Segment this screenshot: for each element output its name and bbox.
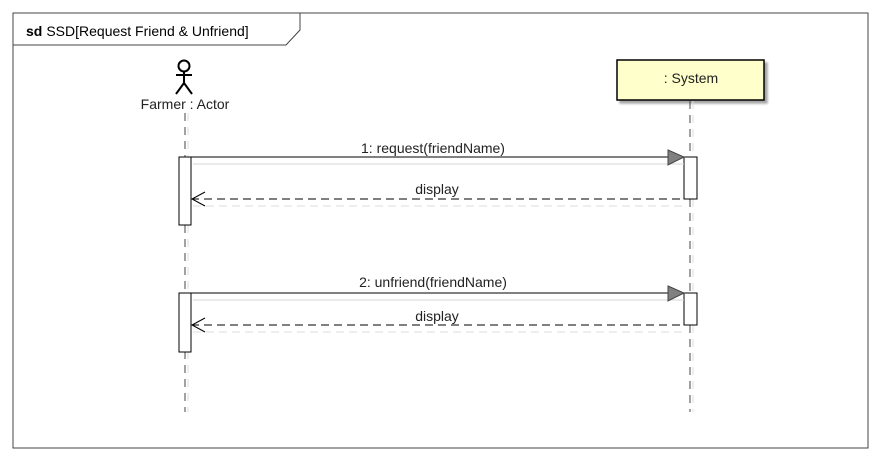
actor-activation-2: [178, 292, 192, 353]
actor-activation-1: [178, 156, 192, 226]
frame-keyword: sd: [26, 23, 42, 39]
return-display-1[interactable]: display: [190, 181, 684, 207]
frame-title: SSD[Request Friend & Unfriend]: [46, 23, 248, 39]
sync-arrowhead-icon: [667, 149, 686, 166]
frame-label-tab: [12, 12, 301, 46]
actor-label: Farmer : Actor: [141, 96, 230, 112]
return-display-2[interactable]: display: [190, 308, 684, 333]
system-activation-1: [683, 156, 698, 200]
message-unfriend[interactable]: 2: unfriend(friendName): [191, 274, 686, 302]
system-activation-2: [683, 292, 698, 326]
sync-arrowhead-icon: [667, 285, 686, 302]
system-lifeline-head[interactable]: [616, 59, 765, 101]
actor-stick-figure-icon: [175, 59, 193, 95]
message-request[interactable]: 1: request(friendName): [191, 140, 686, 166]
return-display-2-label: display: [415, 308, 459, 324]
message-unfriend-label: 2: unfriend(friendName): [359, 274, 507, 290]
message-request-label: 1: request(friendName): [361, 140, 505, 156]
open-arrowhead-icon: [190, 191, 206, 207]
return-display-1-label: display: [415, 181, 459, 197]
open-arrowhead-icon: [190, 317, 206, 333]
system-label: : System: [664, 70, 718, 86]
